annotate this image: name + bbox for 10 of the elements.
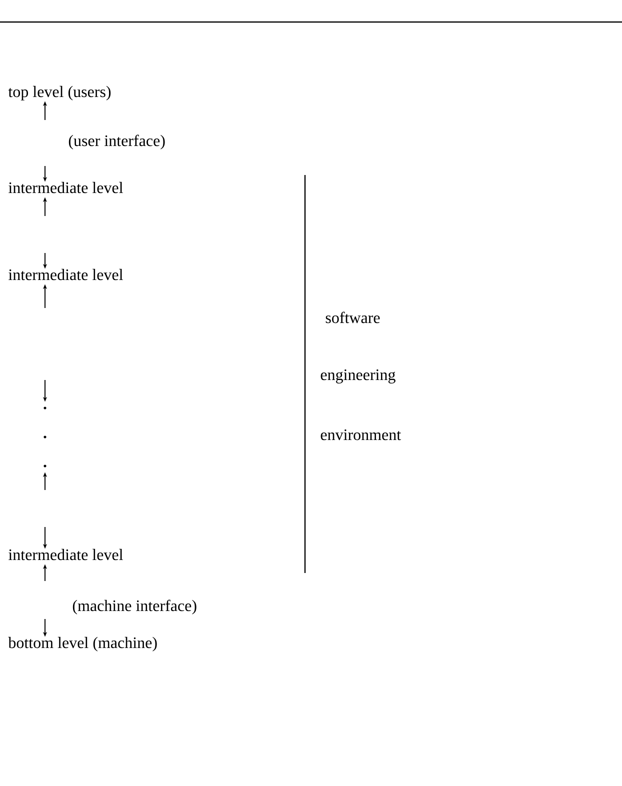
label-text: software [326, 312, 380, 324]
label-text: engineering [320, 369, 396, 384]
level-text: top level (users) [8, 86, 111, 100]
level-text: intermediate level [8, 548, 123, 560]
level-text: intermediate level [8, 268, 123, 280]
label-text: (user interface) [68, 134, 165, 150]
label-text: (machine interface) [72, 600, 196, 614]
level-text: bottom level (machine) [8, 636, 157, 652]
label-text: environment [320, 429, 401, 440]
level-text: intermediate level [8, 182, 123, 194]
